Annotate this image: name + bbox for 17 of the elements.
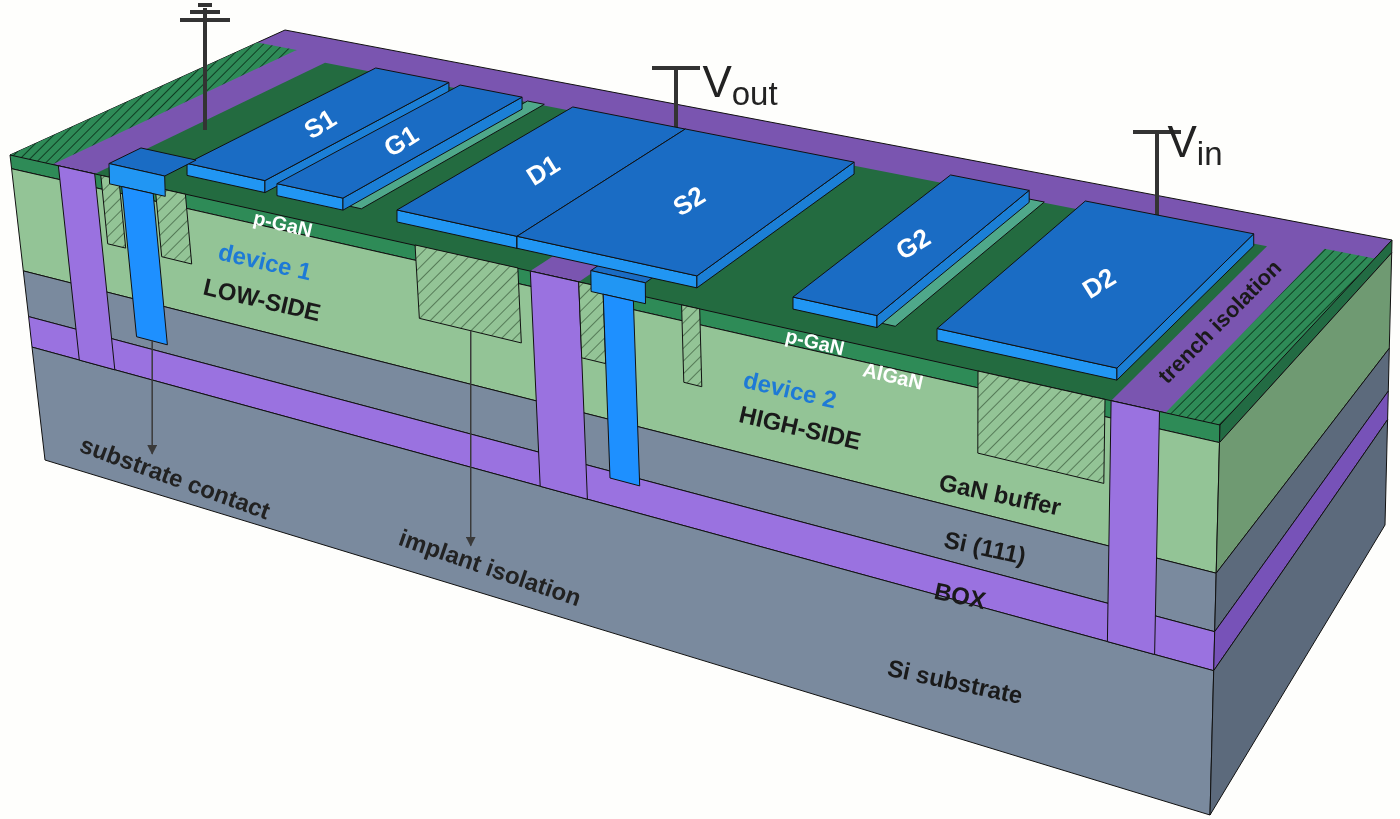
electrode-label: D2 <box>1077 263 1120 303</box>
layer-label: GaN buffer <box>936 470 1064 520</box>
electrode-label: G1 <box>379 120 423 161</box>
layer-label: BOX <box>932 578 988 614</box>
leader-arrow <box>147 339 158 455</box>
layer-label: Si (111) <box>942 527 1028 569</box>
leader-arrow <box>465 330 476 547</box>
layer-label: p-GaN <box>251 207 315 241</box>
electrode-label: D1 <box>522 150 565 191</box>
layer-label: AlGaN <box>860 359 926 393</box>
layer-label: p-GaN <box>783 325 847 359</box>
voltage-label: V$_{out}$ <box>702 60 778 104</box>
electrode-label: S2 <box>668 181 710 221</box>
voltage-label: V$_{in}$ <box>1167 120 1223 164</box>
electrode-label: G2 <box>891 224 935 265</box>
electrode-label: S1 <box>299 104 340 144</box>
layer-label: Si substrate <box>885 656 1025 708</box>
